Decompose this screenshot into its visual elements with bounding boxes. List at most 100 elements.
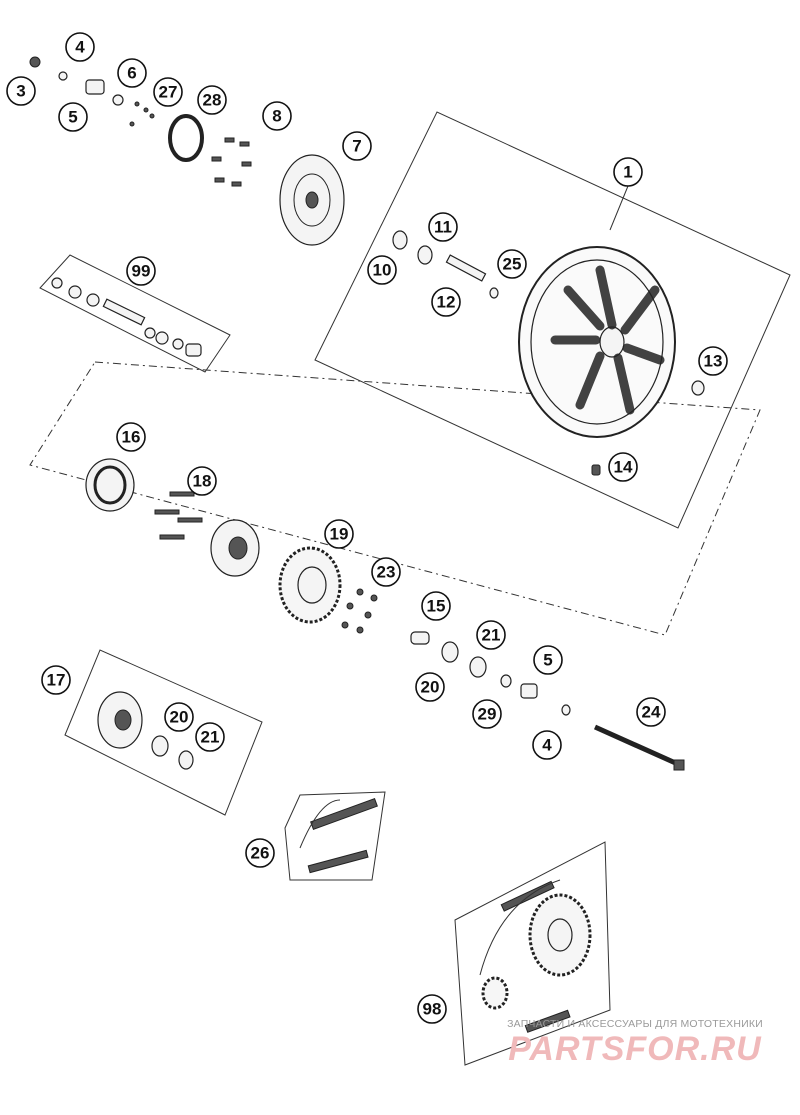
svg-text:16: 16 [122,428,141,447]
svg-text:28: 28 [203,91,222,110]
svg-text:1: 1 [623,163,632,182]
chain-26-frame [284,791,386,881]
spacer-15 [410,631,430,645]
svg-text:24: 24 [642,703,661,722]
callout-21: 21 [476,620,506,650]
svg-text:11: 11 [434,218,452,237]
watermark-caption: ЗАПЧАСТИ И АКСЕССУАРЫ ДЛЯ МОТОТЕХНИКИ [507,1018,763,1030]
svg-text:21: 21 [482,626,501,645]
callout-16: 16 [116,422,146,452]
chain-kit-98-frame [454,841,611,1066]
callout-3: 3 [6,76,36,106]
svg-text:15: 15 [427,597,446,616]
bearing-11 [417,245,433,265]
svg-text:12: 12 [437,293,456,312]
damper-16 [85,458,135,512]
bearing-6 [112,94,124,106]
svg-text:27: 27 [159,83,178,102]
chain-kit-98 [479,879,592,1033]
callout-27: 27 [153,77,183,107]
callout-12: 12 [431,287,461,317]
svg-text:18: 18 [193,472,212,491]
hub-17 [97,691,143,749]
nut-3 [29,56,41,68]
svg-text:4: 4 [542,736,552,755]
brake-disc-ring-28 [168,114,204,162]
callout-20-lower: 20 [164,702,194,732]
spacer-12 [445,254,487,282]
watermark: ЗАПЧАСТИ И АКСЕССУАРЫ ДЛЯ МОТОТЕХНИКИ PA… [470,1018,800,1068]
bolts-18 [154,491,203,540]
callout-5: 5 [58,102,88,132]
callout-19: 19 [324,519,354,549]
callout-15: 15 [421,591,451,621]
svg-text:13: 13 [704,352,723,371]
sprocket-carrier [210,519,260,577]
hub-17-frame [64,649,263,816]
washer-4b [561,704,571,716]
callout-10: 10 [367,255,397,285]
bearing-20 [441,641,459,663]
callout-18: 18 [187,466,217,496]
bearing-20b [151,735,169,757]
callout-6: 6 [117,58,147,88]
svg-text:99: 99 [132,262,151,281]
callout-21-lower: 21 [195,722,225,752]
svg-text:14: 14 [614,458,633,477]
svg-text:20: 20 [170,708,189,727]
svg-text:5: 5 [68,108,77,127]
callout-5-right: 5 [533,645,563,675]
nuts-23 [341,588,378,634]
svg-text:23: 23 [377,563,396,582]
callout-11: 11 [428,212,458,242]
svg-text:21: 21 [201,728,220,747]
callout-28: 28 [197,85,227,115]
callout-20: 20 [415,672,445,702]
bearing-kit-99 [51,277,202,357]
svg-text:29: 29 [478,705,497,724]
washer-29 [500,674,512,688]
svg-text:10: 10 [373,261,392,280]
screws-27 [129,101,155,127]
callout-4: 4 [65,32,95,62]
svg-text:98: 98 [423,1000,442,1019]
valve-14 [591,464,601,476]
rear-sprocket-19 [278,546,342,624]
svg-text:25: 25 [503,255,522,274]
callout-24: 24 [636,697,666,727]
bearing-10 [392,230,408,250]
callout-25: 25 [497,249,527,279]
axle-24 [593,724,685,771]
callout-17: 17 [41,665,71,695]
wheel-group-frame [314,111,791,529]
callout-1: 1 [609,157,643,231]
washer-4 [58,71,68,81]
svg-text:20: 20 [421,678,440,697]
svg-text:26: 26 [251,844,270,863]
callout-8: 8 [262,101,292,131]
callout-23: 23 [371,557,401,587]
callout-26: 26 [245,838,275,868]
seal-21b [178,750,194,770]
callout-13: 13 [698,346,728,376]
svg-text:7: 7 [352,137,361,156]
seal-21 [469,656,487,678]
svg-text:19: 19 [330,525,349,544]
svg-text:3: 3 [16,82,25,101]
svg-text:8: 8 [272,107,281,126]
chain-adjuster-5 [85,79,105,95]
callout-98: 98 [417,994,447,1024]
svg-text:6: 6 [127,64,136,83]
brake-disc-7 [279,154,345,246]
svg-text:4: 4 [75,38,85,57]
seal-13 [691,380,705,396]
rear-wheel-1 [518,246,676,438]
chain-adjuster-5b [520,683,538,699]
callout-4-right: 4 [532,730,562,760]
watermark-logo: PARTSFOR.RU [508,1030,762,1068]
callout-99: 99 [126,256,156,286]
callout-29: 29 [472,699,502,729]
callout-7: 7 [342,131,372,161]
kit-99-frame [39,254,231,373]
svg-text:5: 5 [543,651,552,670]
